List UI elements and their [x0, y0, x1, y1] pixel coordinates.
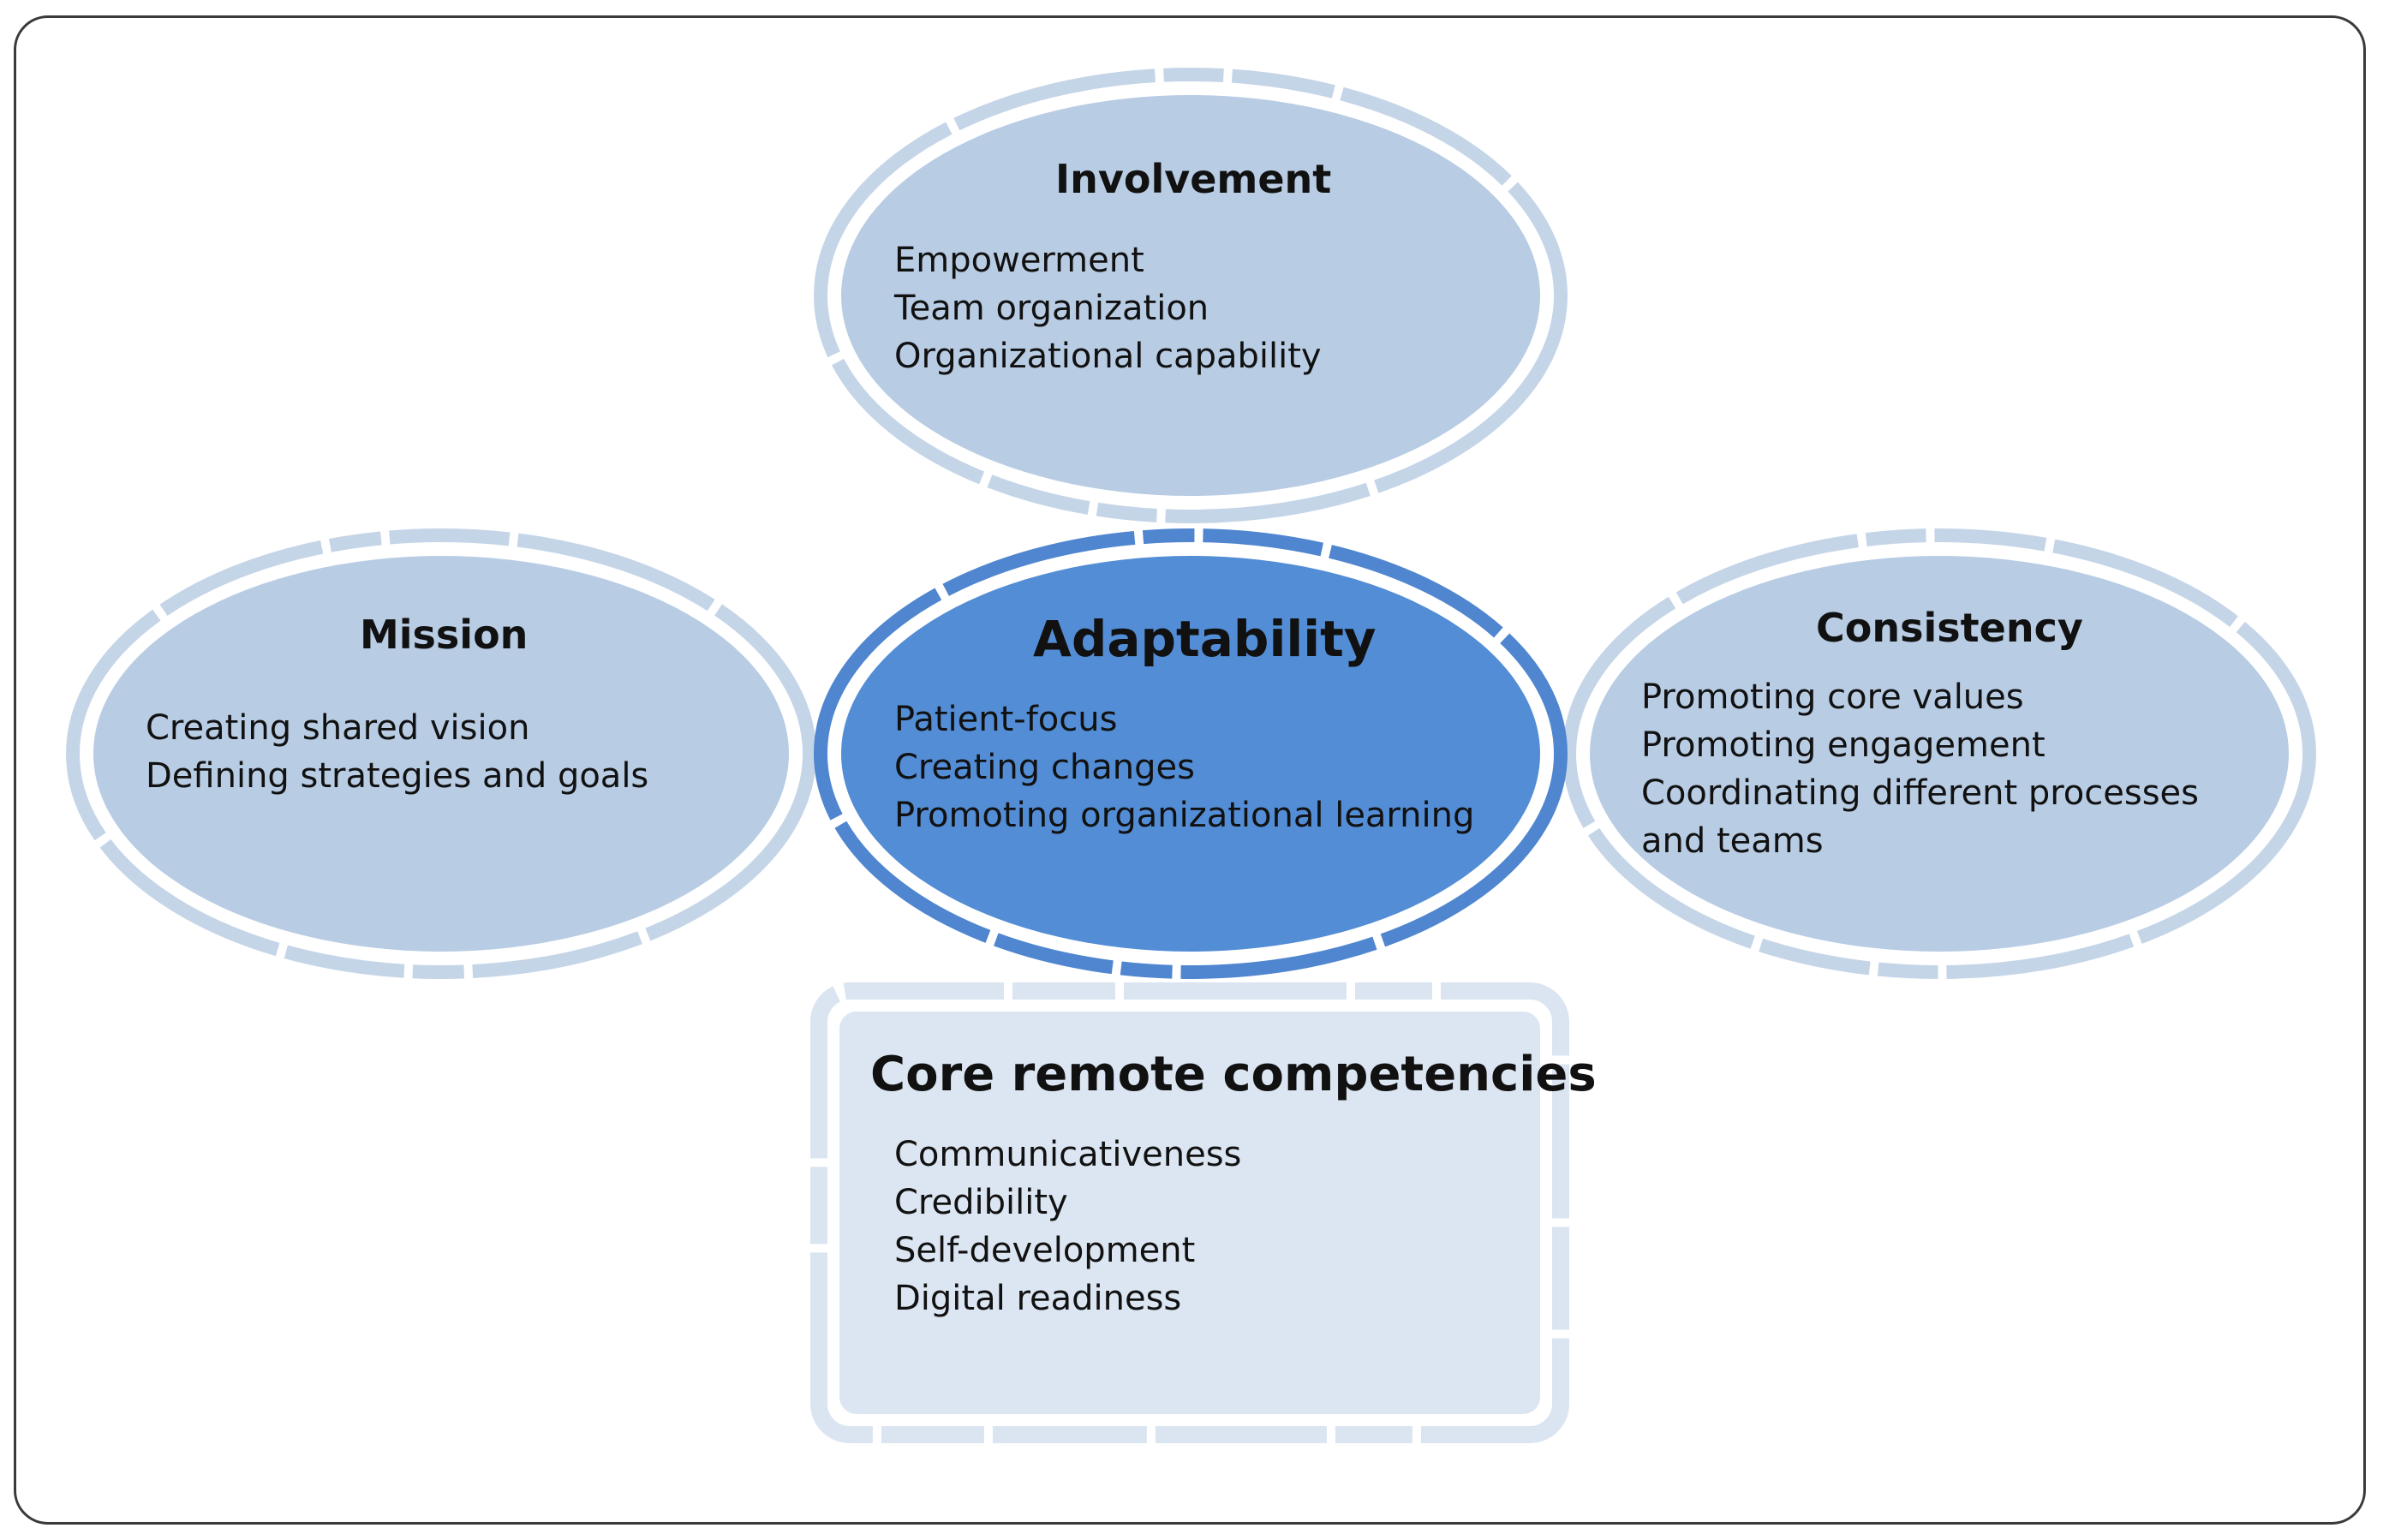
mission-title: Mission [360, 612, 529, 658]
mission-item: Creating shared vision [146, 708, 530, 748]
involvement-ellipse [814, 68, 1568, 523]
adaptability-item: Promoting organizational learning [894, 796, 1475, 835]
core-competencies-box [810, 982, 1569, 1443]
core-item: Credibility [894, 1183, 1068, 1222]
involvement-item: Organizational capability [894, 337, 1322, 376]
consistency-item: and teams [1641, 821, 1824, 861]
core-item: Self-development [894, 1231, 1196, 1270]
involvement-item: Empowerment [894, 241, 1144, 280]
involvement-title: Involvement [1055, 156, 1332, 202]
core-item: Digital readiness [894, 1279, 1182, 1318]
core-item: Communicativeness [894, 1135, 1242, 1174]
adaptability-ellipse [814, 528, 1568, 979]
consistency-item: Coordinating different processes [1641, 773, 2199, 813]
mission-ellipse [66, 528, 816, 979]
adaptability-item: Patient-focus [894, 700, 1118, 739]
adaptability-title: Adaptability [1033, 610, 1377, 668]
mission-item: Defining strategies and goals [146, 756, 649, 796]
consistency-title: Consistency [1816, 605, 2083, 651]
core-title: Core remote competencies [870, 1047, 1597, 1102]
diagram-frame [14, 15, 2366, 1525]
involvement-item: Team organization [894, 289, 1209, 328]
consistency-ellipse [1562, 528, 2316, 979]
consistency-item: Promoting engagement [1641, 725, 2046, 765]
adaptability-item: Creating changes [894, 748, 1195, 787]
consistency-item: Promoting core values [1641, 677, 2024, 717]
